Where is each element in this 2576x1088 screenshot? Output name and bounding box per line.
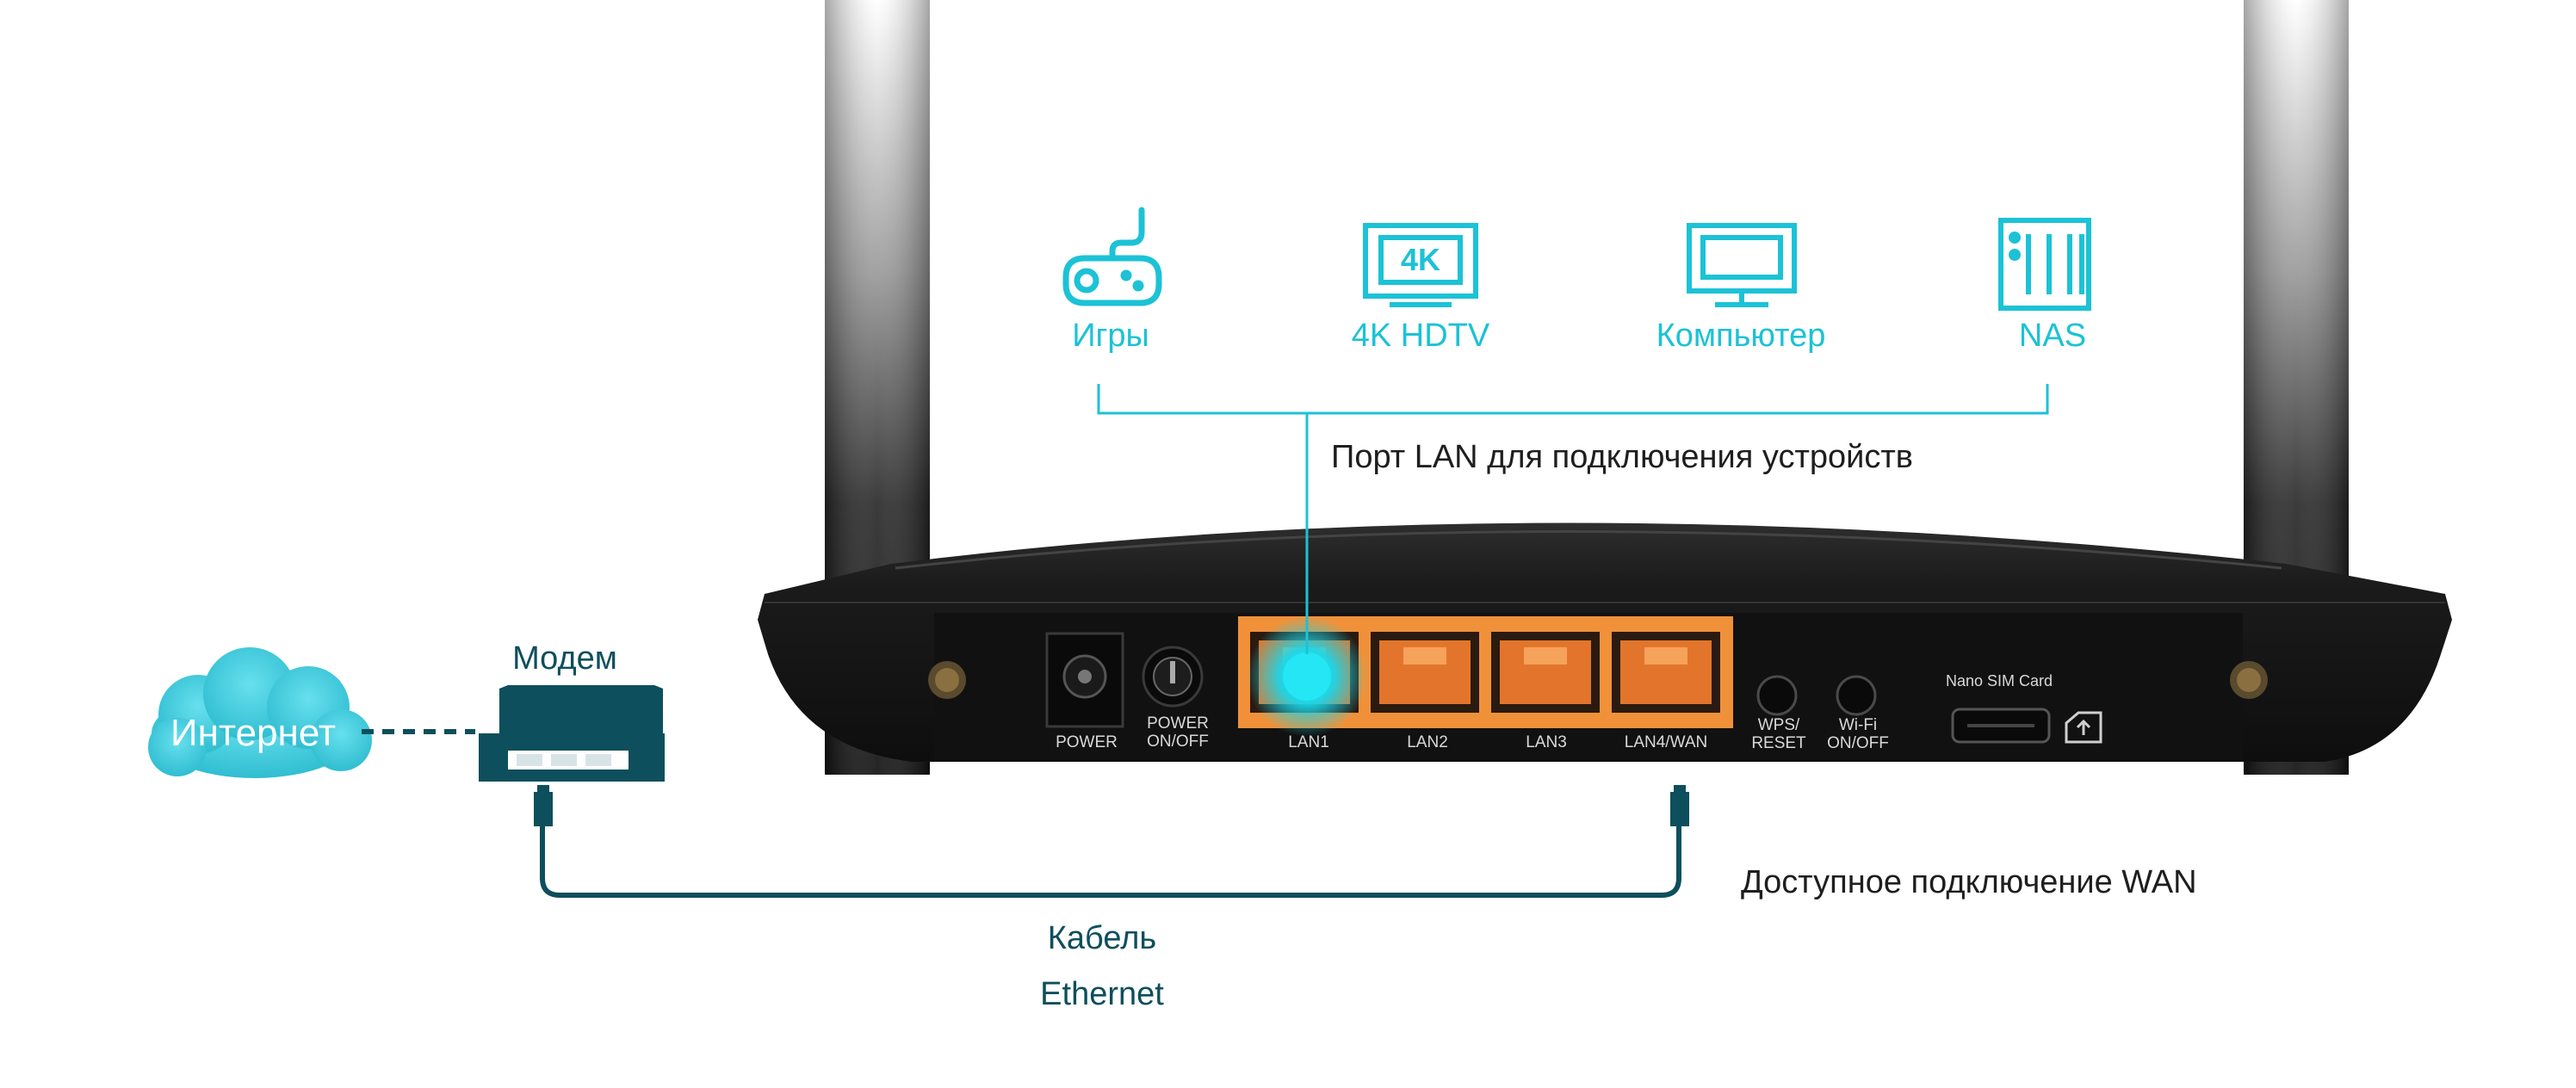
power-switch-label-line2: ON/OFF xyxy=(1147,733,1209,751)
port-label-lan1: LAN1 xyxy=(1288,733,1329,751)
power-jack xyxy=(1045,632,1124,728)
internet-label: Интернет xyxy=(170,712,336,754)
wps-reset-button xyxy=(1756,675,1798,716)
sim-orientation-icon xyxy=(2065,711,2102,744)
modem-icon xyxy=(479,685,665,782)
power-switch-label-line1: POWER xyxy=(1147,714,1209,733)
wps-reset-label: WPS/ RESET xyxy=(1751,716,1805,752)
nas-icon xyxy=(1998,218,2091,311)
wan-caption: Доступное подключение WAN xyxy=(1741,864,2197,900)
monitor-icon xyxy=(1687,223,1797,307)
port-label-lan3: LAN3 xyxy=(1526,733,1567,751)
device-label-games: Игры xyxy=(1072,318,1149,354)
tv-4k-icon xyxy=(1363,223,1478,307)
device-label-nas: NAS xyxy=(2018,318,2087,354)
internet-cloud-icon xyxy=(148,647,372,778)
wifi-onoff-label-line1: Wi-Fi xyxy=(1838,716,1878,734)
sim-card-slot xyxy=(1951,708,2051,744)
wps-reset-label-line2: RESET xyxy=(1751,734,1806,752)
device-label-hdtv: 4K HDTV xyxy=(1351,318,1490,354)
port-label-lan4-wan: LAN4/WAN xyxy=(1624,733,1708,751)
power-switch xyxy=(1142,646,1204,708)
power-switch-label: POWER ON/OFF xyxy=(1147,714,1209,751)
gamepad-icon xyxy=(1062,207,1162,306)
port-label-lan2: LAN2 xyxy=(1407,733,1448,751)
lan1-highlight-dot xyxy=(1283,652,1331,701)
ethernet-cable xyxy=(534,785,1689,898)
wps-reset-label-line1: WPS/ xyxy=(1757,716,1800,734)
device-label-computer: Компьютер xyxy=(1656,318,1826,354)
wifi-onoff-label-line2: ON/OFF xyxy=(1827,734,1889,752)
cable-label-line1: Кабель xyxy=(1047,920,1157,956)
wifi-onoff-label: Wi-Fi ON/OFF xyxy=(1827,716,1889,752)
wifi-onoff-button xyxy=(1836,675,1877,716)
lan-caption: Порт LAN для подключения устройств xyxy=(1331,439,1913,475)
modem-label: Модем xyxy=(512,640,617,677)
power-jack-label: POWER xyxy=(1056,733,1118,751)
sim-card-label: Nano SIM Card xyxy=(1945,672,2053,689)
cable-label-line2: Ethernet xyxy=(1040,976,1164,1012)
tv-4k-badge: 4K xyxy=(1401,242,1440,277)
lan-devices-bracket xyxy=(1097,384,2049,654)
